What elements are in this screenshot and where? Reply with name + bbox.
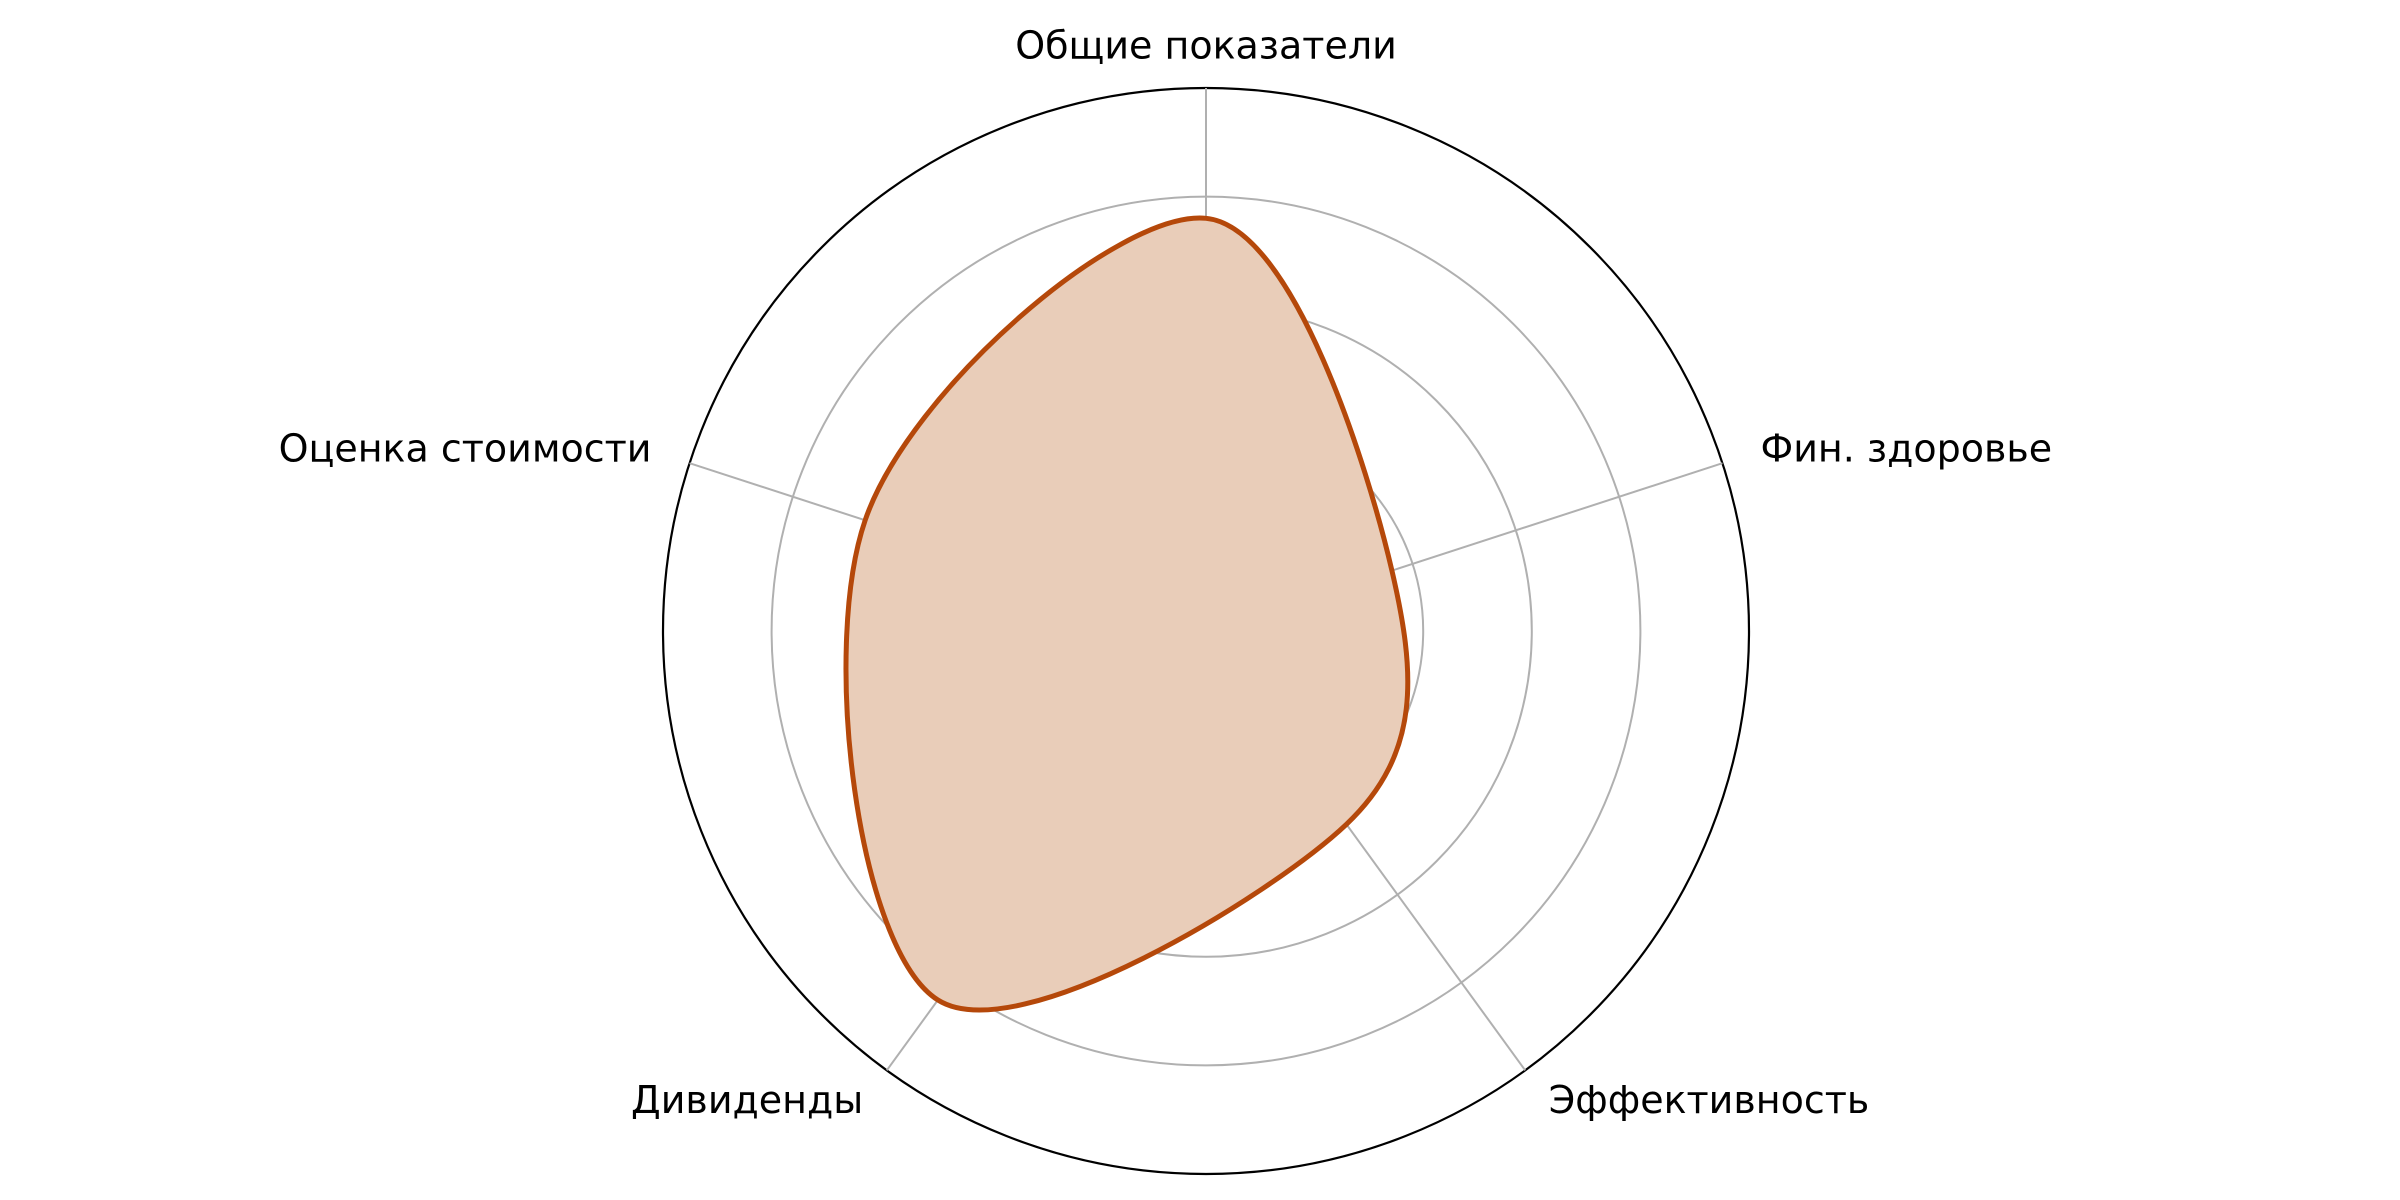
axis-label-1: Фин. здоровье [1761,426,2053,470]
axis-label-4: Оценка стоимости [279,426,652,470]
series-area [845,218,1408,1011]
radar-series [843,215,1411,1013]
axis-label-2: Эффективность [1549,1078,1870,1122]
axis-label-0: Общие показатели [1015,24,1397,68]
series-line [843,215,1411,1013]
axis-label-3: Дивиденды [631,1078,863,1122]
